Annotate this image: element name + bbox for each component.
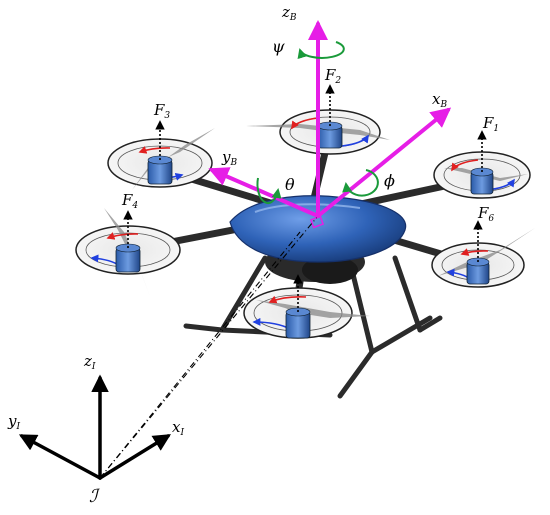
pitch-angle-label: θ — [285, 175, 295, 194]
rotor-4 — [75, 208, 181, 296]
yaw-rotation-arrow — [297, 41, 345, 60]
force-label-6: F6 — [477, 204, 494, 224]
rotation-arrows — [256, 41, 379, 204]
force-label-3: F3 — [153, 101, 170, 121]
inertial-x-label: xI — [172, 418, 184, 438]
body-frame-axes — [208, 20, 452, 218]
inertial-origin-label: ℐ — [89, 486, 101, 507]
rotor-2 — [246, 109, 390, 155]
inertial-frame-axes — [18, 374, 171, 480]
body-y-label: yB — [221, 148, 237, 168]
body-x-label: xB — [432, 90, 447, 110]
inertial-x-axis — [98, 434, 171, 480]
rotor-1 — [433, 151, 531, 199]
yaw-angle-label: ψ — [272, 37, 285, 56]
thrust-force-arrows — [123, 84, 487, 312]
pitch-rotation-arrow — [256, 177, 282, 204]
force-label-4: F4 — [121, 191, 138, 211]
drone-body — [229, 195, 407, 284]
inertial-y-axis — [18, 434, 102, 480]
roll-angle-label: ϕ — [384, 171, 395, 190]
inertial-z-label: zI — [83, 352, 96, 372]
force-label-2: F2 — [324, 66, 341, 86]
rotor-6 — [431, 228, 535, 288]
force-label-1: F1 — [482, 114, 499, 134]
body-x-axis — [316, 107, 452, 218]
body-frame-origin-marker — [309, 215, 325, 229]
body-y-axis — [208, 167, 320, 218]
rotor-3 — [107, 128, 215, 190]
inertial-y-label: yI — [7, 412, 20, 432]
roll-rotation-arrow — [342, 169, 379, 197]
position-vector-lines — [99, 215, 319, 479]
rotor-5 — [243, 287, 370, 339]
body-z-label: zB — [281, 3, 297, 23]
